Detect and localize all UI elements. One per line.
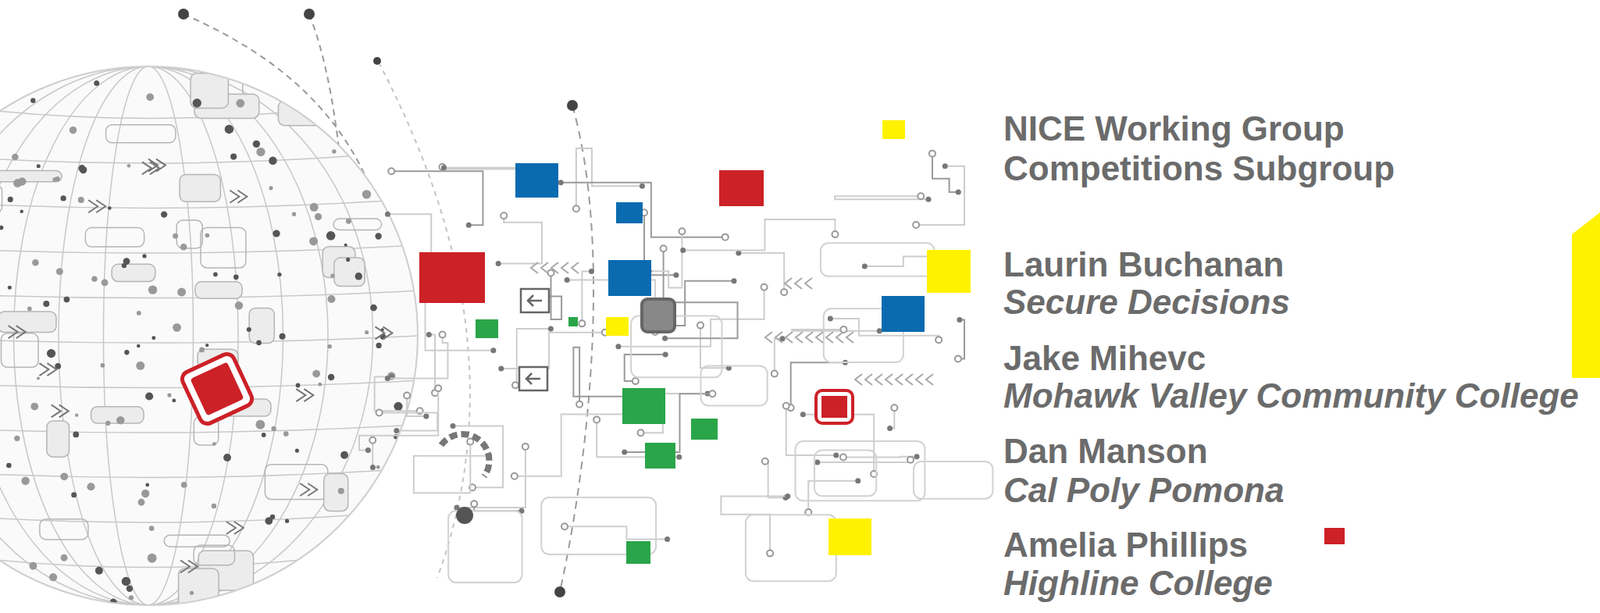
colour-square bbox=[881, 295, 925, 332]
colour-square bbox=[616, 202, 643, 224]
presenter-name: Dan Manson bbox=[1003, 431, 1209, 472]
colour-square bbox=[691, 418, 718, 440]
colour-square bbox=[622, 388, 666, 425]
affiliation: Highline College bbox=[1003, 563, 1273, 604]
circuit-traces bbox=[359, 148, 993, 583]
presenter-name: Amelia Phillips bbox=[1003, 525, 1248, 566]
affiliation: Secure Decisions bbox=[1003, 282, 1290, 323]
colour-square bbox=[419, 252, 485, 303]
colour-square bbox=[882, 120, 906, 139]
affiliation: Cal Poly Pomona bbox=[1003, 470, 1284, 511]
colour-square bbox=[719, 170, 764, 207]
colour-square bbox=[605, 317, 629, 336]
colour-square bbox=[828, 518, 872, 556]
slide-title: NICE Working Group Competitions Subgroup bbox=[1003, 109, 1472, 189]
colour-square bbox=[1324, 527, 1345, 545]
colour-square bbox=[475, 319, 499, 339]
colour-square bbox=[644, 442, 676, 469]
colour-square bbox=[568, 317, 578, 327]
presenter-name: Laurin Buchanan bbox=[1003, 245, 1284, 286]
colour-square bbox=[626, 541, 651, 564]
colour-square bbox=[926, 249, 971, 293]
colour-square bbox=[608, 260, 652, 296]
affiliation: Mohawk Valley Community College bbox=[1003, 376, 1579, 417]
colour-square bbox=[515, 163, 559, 198]
yellow-edge-bar bbox=[1571, 212, 1600, 378]
presenter-name: Jake Mihevc bbox=[1003, 338, 1206, 379]
globe-outline bbox=[0, 66, 418, 606]
globe bbox=[0, 66, 432, 609]
